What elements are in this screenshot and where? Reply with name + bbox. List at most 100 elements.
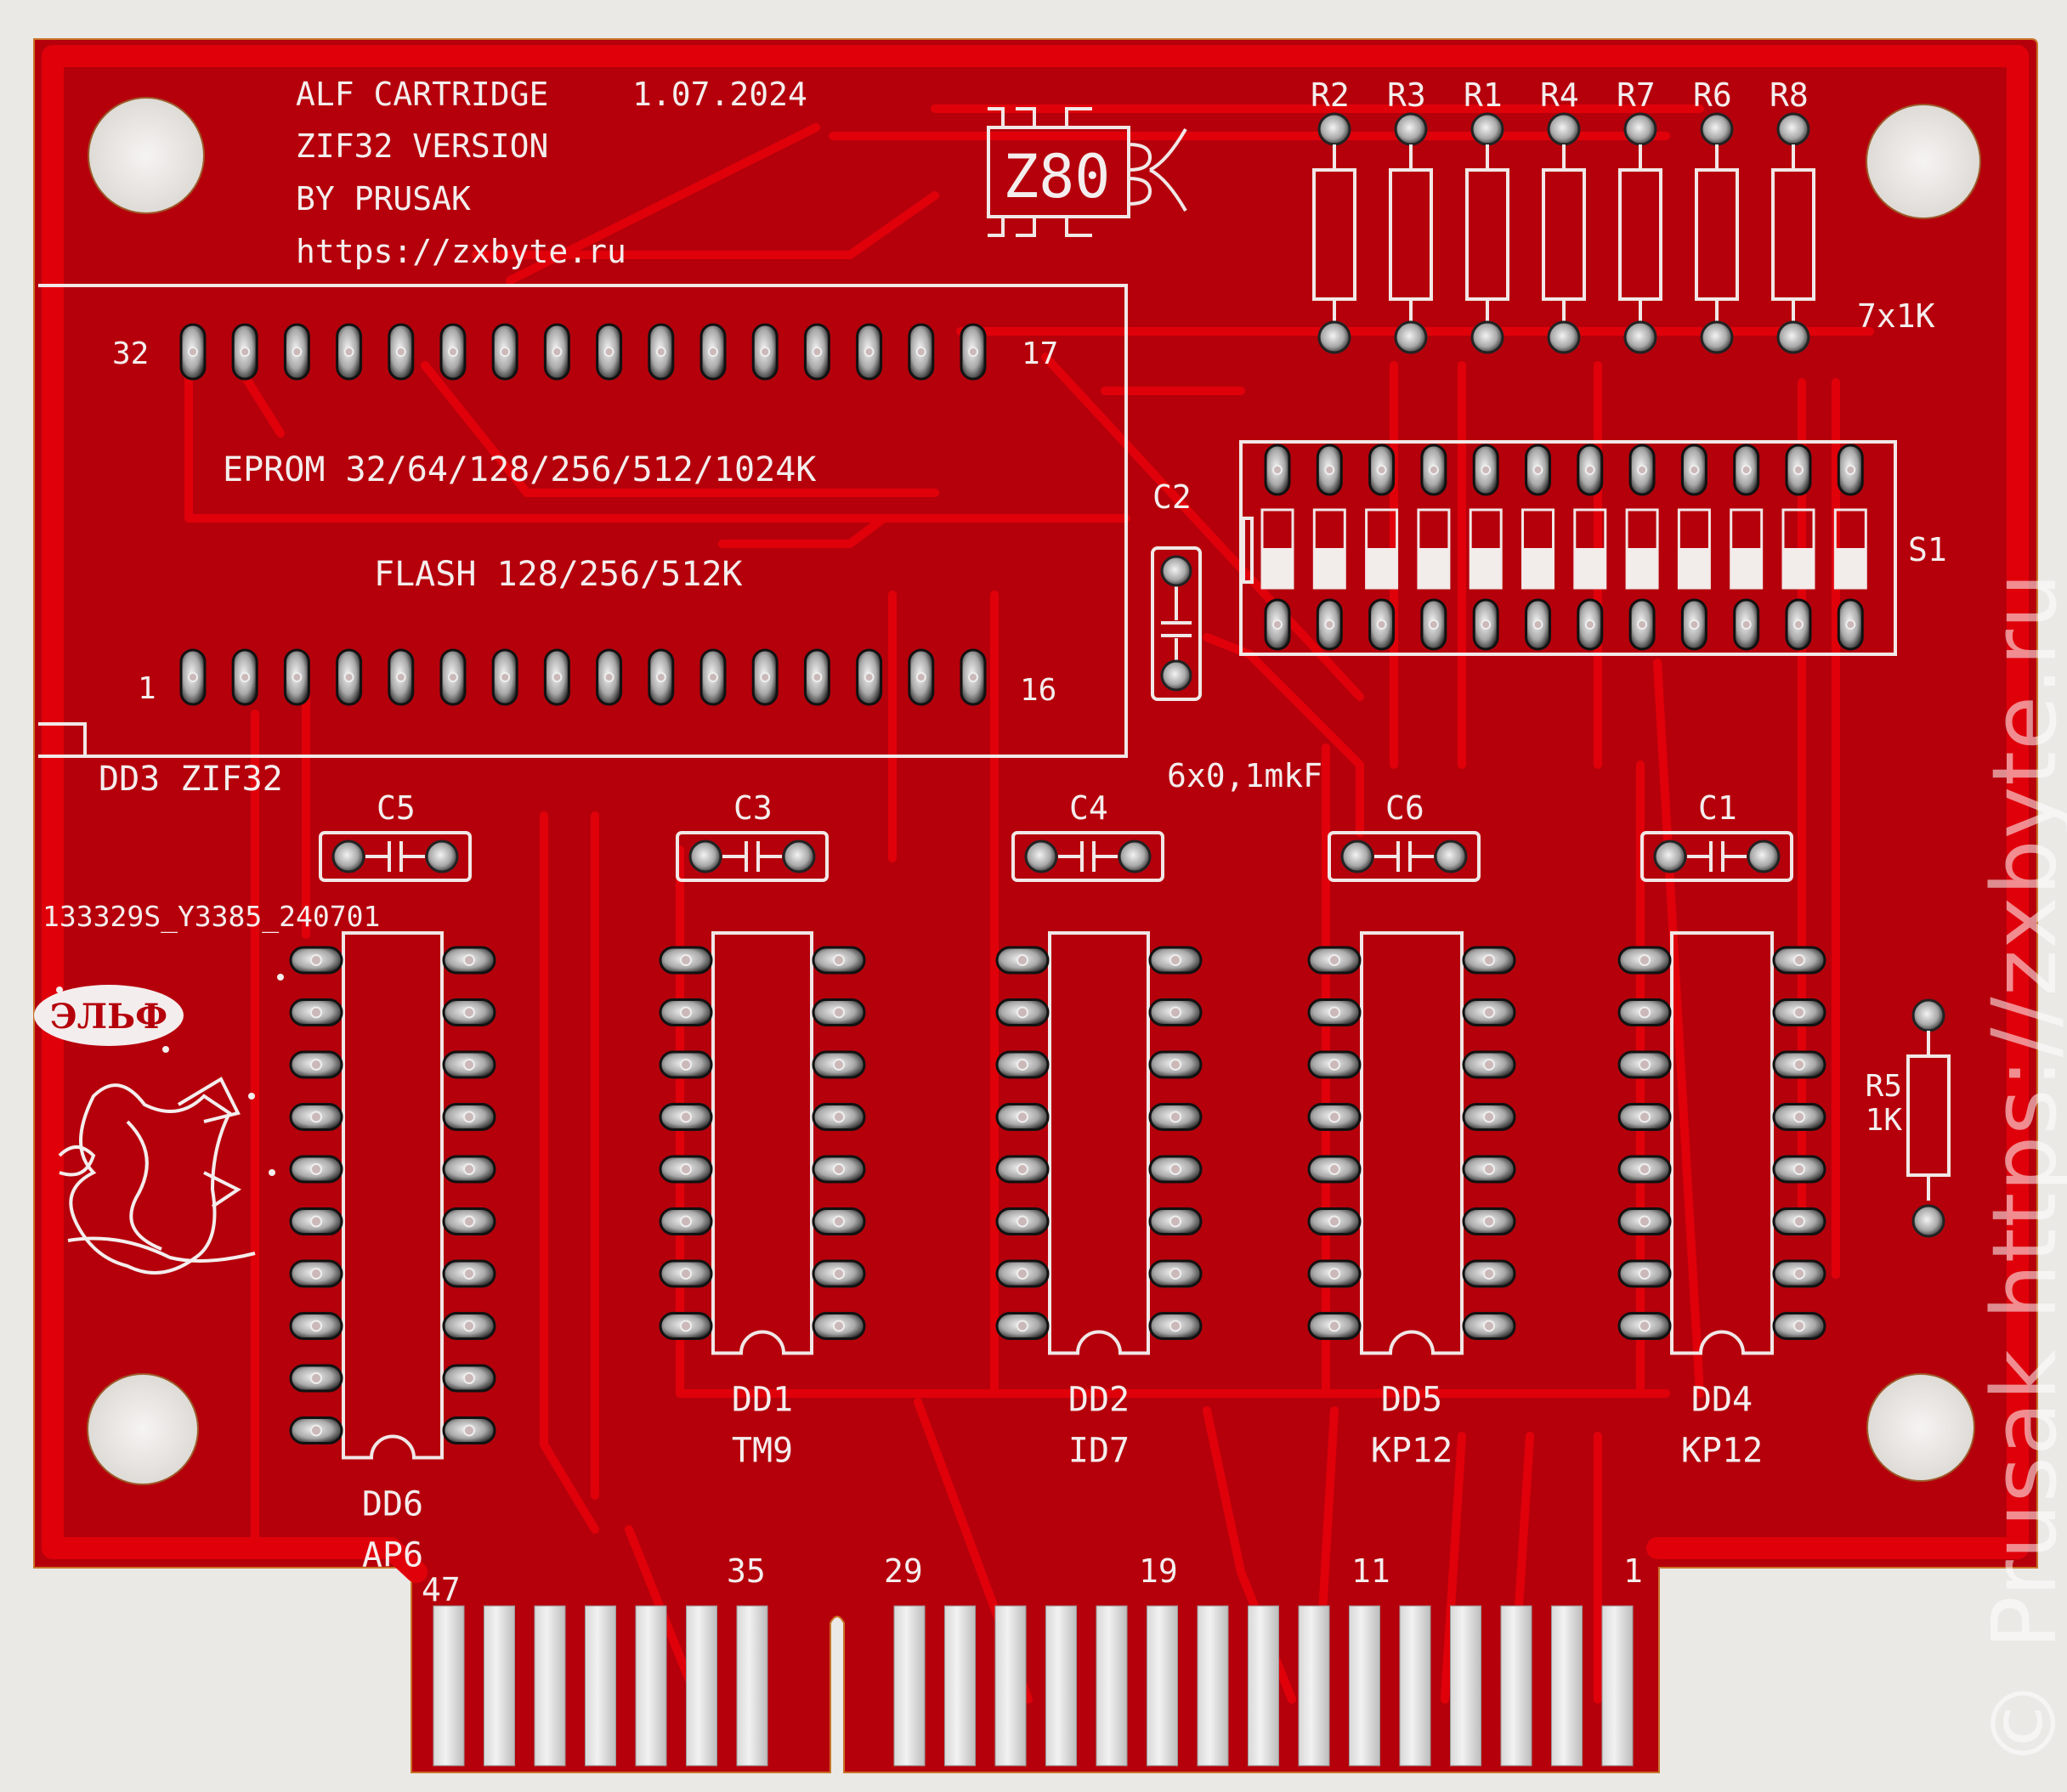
- copper-trace: [1041, 353, 1364, 701]
- chip-pin: [1148, 1207, 1203, 1235]
- chip-pin: [812, 1155, 866, 1184]
- edge-finger: [1248, 1605, 1279, 1767]
- chip-ref-label: DD6: [362, 1485, 423, 1524]
- edge-finger: [1500, 1605, 1532, 1767]
- dip-switch-position[interactable]: [1677, 444, 1711, 651]
- chip-pin: [289, 1312, 343, 1340]
- capacitor-ref-label: C3: [733, 789, 773, 827]
- chip-pin: [1772, 1207, 1826, 1235]
- zif-pin: [803, 323, 830, 381]
- resistor-ref-label: R1: [1464, 76, 1503, 114]
- zif-pin: [336, 648, 363, 706]
- switch-pin-bottom: [1472, 598, 1499, 651]
- resistor-r8: R8: [1770, 76, 1815, 354]
- board-version: ZIF32 VERSION: [296, 127, 548, 165]
- chip-pin: [659, 1155, 713, 1184]
- edge-finger: [994, 1605, 1027, 1767]
- zif-pin: [336, 323, 363, 381]
- dip-switch-position[interactable]: [1573, 444, 1607, 651]
- chip-ref-label: DD5: [1381, 1381, 1442, 1420]
- edge-pin-29-label: 29: [884, 1552, 923, 1590]
- edge-finger: [585, 1605, 616, 1767]
- r5-value-label: 1K: [1866, 1103, 1903, 1138]
- copper-trace: [1653, 659, 1704, 1398]
- dip-switch-position[interactable]: [1417, 444, 1451, 651]
- dip-switch-position[interactable]: [1730, 444, 1764, 651]
- switch-pin-top: [1368, 444, 1396, 496]
- resistor-ref-label: R6: [1693, 76, 1732, 114]
- capacitor-ref-label: C5: [377, 789, 416, 827]
- chip-pin: [442, 1364, 496, 1393]
- switch-pin-top: [1525, 444, 1551, 496]
- switch-pin-top: [1785, 444, 1812, 496]
- zif-pin: [283, 323, 310, 381]
- mounting-hole-top-right: [1866, 104, 1981, 219]
- switch-pin-top: [1733, 444, 1760, 496]
- zif-pin: [388, 648, 415, 706]
- resistor-ref-label: R2: [1311, 76, 1350, 114]
- edge-connector-labels: 47 35 29 19 11 1: [422, 1552, 1643, 1608]
- edge-finger: [1399, 1605, 1431, 1767]
- switch-pin-bottom: [1733, 598, 1760, 651]
- chip-pin: [1462, 998, 1516, 1026]
- chip-ref-label: DD4: [1691, 1381, 1753, 1420]
- dip-switch-position[interactable]: [1833, 444, 1867, 651]
- mounting-hole-bottom-left: [87, 1373, 199, 1485]
- zif-pin: [960, 323, 987, 381]
- zif-pin: [283, 648, 310, 706]
- chip-pin: [1307, 998, 1362, 1026]
- chip-pin: [812, 1259, 866, 1288]
- chip-pin: [1772, 1312, 1826, 1340]
- copper-trace: [506, 123, 820, 285]
- dip-switch-position[interactable]: [1521, 444, 1554, 651]
- switch-pin-top: [1472, 444, 1499, 496]
- chip-pin: [1462, 1103, 1516, 1131]
- mounting-hole-bottom-right: [1866, 1373, 1975, 1482]
- zif-pin: [543, 323, 570, 381]
- dip-switch-s1[interactable]: [1239, 440, 1897, 656]
- edge-finger: [484, 1605, 515, 1767]
- chip-pin: [1617, 998, 1672, 1026]
- capacitor-c5: C5: [319, 789, 472, 882]
- copper-trace: [540, 811, 599, 1534]
- copper-trace: [421, 361, 939, 497]
- switch-pin-top: [1628, 444, 1656, 496]
- switch-pin-top: [1837, 444, 1864, 496]
- zif-pin: [648, 648, 675, 706]
- dip-switch-position[interactable]: [1312, 444, 1346, 651]
- zif-pin: [908, 648, 935, 706]
- switch-pin-bottom: [1785, 598, 1812, 651]
- s1-ref-label: S1: [1908, 531, 1947, 568]
- switch-pin-top: [1680, 444, 1707, 496]
- resistor-ref-label: R4: [1540, 76, 1579, 114]
- switch-pin-bottom: [1525, 598, 1551, 651]
- z80-logo-text: Z80: [1003, 142, 1110, 212]
- zif-pin-17-label: 17: [1022, 336, 1058, 371]
- chip-ref-label: DD2: [1068, 1381, 1130, 1420]
- switch-pin-top: [1577, 444, 1604, 496]
- dip-switch-position[interactable]: [1469, 444, 1503, 651]
- chip-pin: [289, 1259, 343, 1288]
- resistor-r4: R4: [1540, 76, 1586, 354]
- dip-switch-position[interactable]: [1625, 444, 1659, 651]
- chip-pin: [1462, 1207, 1516, 1235]
- chip-pin: [1617, 946, 1672, 975]
- chip-pin: [1148, 1259, 1203, 1288]
- zif-pin-32-label: 32: [112, 336, 149, 371]
- chip-pin: [1772, 1155, 1826, 1184]
- edge-finger: [944, 1605, 976, 1767]
- chip-pin: [1772, 1259, 1826, 1288]
- chip-pin: [442, 1207, 496, 1235]
- chip-pin: [995, 1050, 1050, 1079]
- chip-pin: [659, 998, 713, 1026]
- resistor-r3: R3: [1387, 76, 1433, 354]
- dip-switch-position[interactable]: [1260, 444, 1294, 651]
- dip-switch-position[interactable]: [1781, 444, 1815, 651]
- dip-switch-position[interactable]: [1365, 444, 1399, 651]
- zif-pin: [751, 648, 779, 706]
- resistor-ref-label: R7: [1617, 76, 1656, 114]
- chip-pin: [1148, 1050, 1203, 1079]
- chip-type-label: KP12: [1371, 1432, 1453, 1471]
- switch-pin-top: [1264, 444, 1291, 496]
- switch-pin-bottom: [1316, 598, 1343, 651]
